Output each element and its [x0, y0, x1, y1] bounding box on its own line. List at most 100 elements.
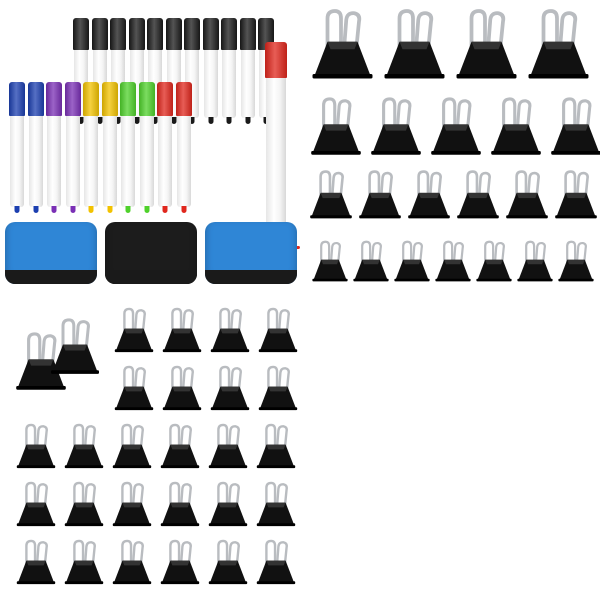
- marker-cap: [265, 42, 287, 78]
- marker-tip: [125, 206, 131, 213]
- marker-cap: [9, 82, 25, 116]
- marker-tip: [144, 206, 149, 213]
- binder-clip: [435, 240, 471, 282]
- binder-clip: [312, 240, 348, 282]
- marker-tip: [208, 117, 213, 124]
- binder-clip: [371, 97, 421, 155]
- binder-clip: [64, 423, 104, 469]
- marker-tip: [97, 117, 102, 124]
- marker-cap: [73, 18, 89, 50]
- marker-tip: [115, 117, 121, 124]
- marker-cap: [138, 82, 155, 116]
- marker-tip: [245, 117, 250, 124]
- binder-clip: [64, 481, 104, 527]
- marker-tip: [33, 206, 38, 213]
- marker-cap: [184, 18, 200, 50]
- binder-clip: [551, 97, 600, 155]
- binder-clip: [64, 539, 104, 585]
- marker: [239, 18, 256, 124]
- marker-cap: [27, 82, 44, 116]
- marker-tip: [189, 117, 195, 124]
- marker-tip: [14, 206, 20, 213]
- marker-cap: [221, 18, 237, 50]
- eraser-felt: [5, 270, 97, 284]
- marker: [265, 42, 287, 253]
- marker-tip: [171, 117, 176, 124]
- binder-clip: [528, 9, 589, 79]
- marker-tip: [70, 206, 75, 213]
- binder-clip: [160, 539, 200, 585]
- binder-clip: [16, 539, 56, 585]
- binder-clip: [51, 318, 99, 374]
- binder-clip: [208, 423, 248, 469]
- binder-clip: [558, 240, 594, 282]
- marker-tip: [226, 117, 232, 124]
- binder-clip: [16, 481, 56, 527]
- binder-clip: [311, 97, 361, 155]
- marker-cap: [101, 82, 118, 116]
- binder-clip: [517, 240, 553, 282]
- marker: [138, 82, 155, 213]
- binder-clip: [114, 365, 154, 411]
- binder-clip: [258, 365, 298, 411]
- binder-clip: [114, 307, 154, 353]
- binder-clip: [256, 481, 296, 527]
- eraser-felt: [105, 270, 197, 284]
- marker: [9, 82, 25, 213]
- marker-cap: [110, 18, 126, 50]
- binder-clip: [394, 240, 430, 282]
- marker: [101, 82, 118, 213]
- binder-clip: [258, 307, 298, 353]
- marker-cap: [120, 82, 136, 116]
- marker-cap: [64, 82, 81, 116]
- marker: [221, 18, 237, 124]
- eraser: [205, 222, 297, 284]
- binder-clip: [384, 9, 445, 79]
- binder-clip: [16, 332, 66, 390]
- binder-clip: [256, 539, 296, 585]
- marker-tip: [134, 117, 139, 124]
- binder-clip: [431, 97, 481, 155]
- marker: [83, 82, 99, 213]
- marker: [46, 82, 62, 213]
- binder-clip: [353, 240, 389, 282]
- binder-clip: [256, 423, 296, 469]
- binder-clip: [456, 9, 517, 79]
- binder-clip: [210, 365, 250, 411]
- marker-cap: [202, 18, 219, 50]
- binder-clip: [408, 170, 450, 219]
- binder-clip: [162, 365, 202, 411]
- binder-clip: [457, 170, 499, 219]
- marker-cap: [157, 82, 173, 116]
- binder-clip: [16, 423, 56, 469]
- marker-tip: [78, 117, 84, 124]
- binder-clip: [310, 170, 352, 219]
- binder-clip: [476, 240, 512, 282]
- marker-tip: [152, 117, 158, 124]
- marker: [157, 82, 173, 213]
- marker-tip: [107, 206, 112, 213]
- binder-clip: [555, 170, 597, 219]
- binder-clip: [160, 423, 200, 469]
- binder-clip: [359, 170, 401, 219]
- marker-cap: [147, 18, 163, 50]
- eraser: [5, 222, 97, 284]
- binder-clip: [162, 307, 202, 353]
- marker: [175, 82, 192, 213]
- marker: [64, 82, 81, 213]
- binder-clip-set: [16, 307, 298, 585]
- marker: [27, 82, 44, 213]
- whiteboard-marker-set: [0, 0, 301, 300]
- binder-clip: [160, 481, 200, 527]
- binder-clip: [210, 307, 250, 353]
- binder-clip: [208, 481, 248, 527]
- marker: [120, 82, 136, 213]
- marker: [202, 18, 219, 124]
- marker-tip: [88, 206, 94, 213]
- binder-clip: [208, 539, 248, 585]
- marker-cap: [165, 18, 182, 50]
- eraser: [105, 222, 197, 284]
- marker-cap: [175, 82, 192, 116]
- binder-clip: [112, 539, 152, 585]
